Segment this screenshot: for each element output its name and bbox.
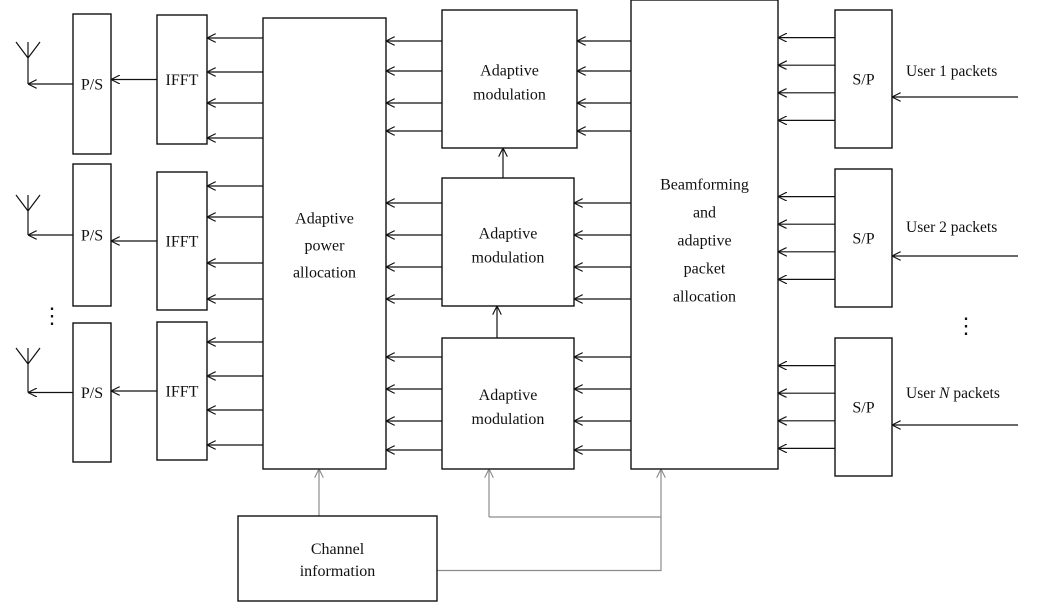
ifft-label: IFFT <box>166 72 199 89</box>
modulation-label-line: modulation <box>472 250 545 267</box>
ifft-label: IFFT <box>166 384 199 401</box>
signal-wires <box>28 38 1018 450</box>
beamforming-label: Beamforming and adaptive packet allocation <box>660 177 749 306</box>
beamforming-label-line: adaptive <box>677 233 731 250</box>
beamforming-label-line: Beamforming <box>660 177 749 194</box>
antennas <box>15 41 41 393</box>
power-allocation-label-line: Adaptive <box>295 211 354 228</box>
modulation-block-2 <box>441 177 575 307</box>
blocks <box>72 0 893 602</box>
beamforming-label-line: packet <box>684 261 726 278</box>
sp-label-line: S/P <box>852 231 874 248</box>
beamforming-label-line: allocation <box>673 289 736 306</box>
ps-block-1 <box>72 13 112 155</box>
power-allocation-label: Adaptive power allocation <box>293 211 356 282</box>
ellipsis: ⋮ <box>955 313 977 338</box>
ifft-block-3 <box>156 321 208 461</box>
ellipsis: ⋮ <box>41 303 63 328</box>
sp-label: S/P <box>852 72 874 89</box>
beamforming-block <box>630 0 779 470</box>
user-label-index: N <box>938 385 951 402</box>
channel-info-lines <box>319 469 662 572</box>
user-packets-label: User N packets <box>906 385 1000 402</box>
antenna-icon <box>15 194 41 235</box>
beamforming-label-line: and <box>693 205 716 222</box>
ps-label-line: P/S <box>81 385 103 402</box>
channel-information-label: Channel information <box>300 541 376 580</box>
antenna-icon <box>15 41 41 84</box>
ps-label: P/S <box>81 77 103 94</box>
channel-information-label-line: information <box>300 563 376 580</box>
ps-label: P/S <box>81 228 103 245</box>
channel-line-right <box>437 517 662 572</box>
sp-label: S/P <box>852 231 874 248</box>
sp-label: S/P <box>852 400 874 417</box>
sp-label-line: S/P <box>852 72 874 89</box>
modulation-label-line: modulation <box>472 411 545 428</box>
ps-block-2 <box>72 163 112 307</box>
sp-block-3 <box>834 337 893 477</box>
ifft-label-line: IFFT <box>166 234 199 251</box>
channel-information-label-line: Channel <box>311 541 365 558</box>
power-allocation-label-line: allocation <box>293 265 356 282</box>
modulation-label-line: Adaptive <box>480 63 539 80</box>
modulation-label: Adaptive modulation <box>472 226 545 267</box>
modulation-label-line: Adaptive <box>479 226 538 243</box>
power-allocation-label-line: power <box>305 238 346 255</box>
sp-block-2 <box>834 168 893 308</box>
modulation-label: Adaptive modulation <box>473 63 546 104</box>
user-label-prefix: User 1 packets <box>906 63 997 80</box>
user-packets-label: User 2 packets <box>906 219 997 236</box>
user-label-prefix: User 2 packets <box>906 219 997 236</box>
ifft-label: IFFT <box>166 234 199 251</box>
sp-label-line: S/P <box>852 400 874 417</box>
modulation-label: Adaptive modulation <box>472 387 545 428</box>
power-allocation-block <box>262 17 387 470</box>
ps-label-line: P/S <box>81 228 103 245</box>
ps-block-3 <box>72 322 112 463</box>
antenna-icon <box>15 347 41 393</box>
ifft-block-1 <box>156 14 208 145</box>
ps-label-line: P/S <box>81 77 103 94</box>
modulation-block-3 <box>441 337 575 470</box>
ifft-label-line: IFFT <box>166 72 199 89</box>
ps-label: P/S <box>81 385 103 402</box>
user-label-suffix: packets <box>950 385 1000 402</box>
modulation-label-line: Adaptive <box>479 387 538 404</box>
ifft-label-line: IFFT <box>166 384 199 401</box>
ifft-block-2 <box>156 171 208 311</box>
modulation-block-1 <box>441 9 578 149</box>
modulation-label-line: modulation <box>473 87 546 104</box>
channel-information-block <box>237 515 438 602</box>
labels: P/S IFFT S/P P/S IFFT S/P P/S IFFT S/P Adaptive po… <box>41 63 1000 581</box>
user-label-prefix: User <box>906 385 939 402</box>
user-packets-label: User 1 packets <box>906 63 997 80</box>
sp-block-1 <box>834 9 893 149</box>
